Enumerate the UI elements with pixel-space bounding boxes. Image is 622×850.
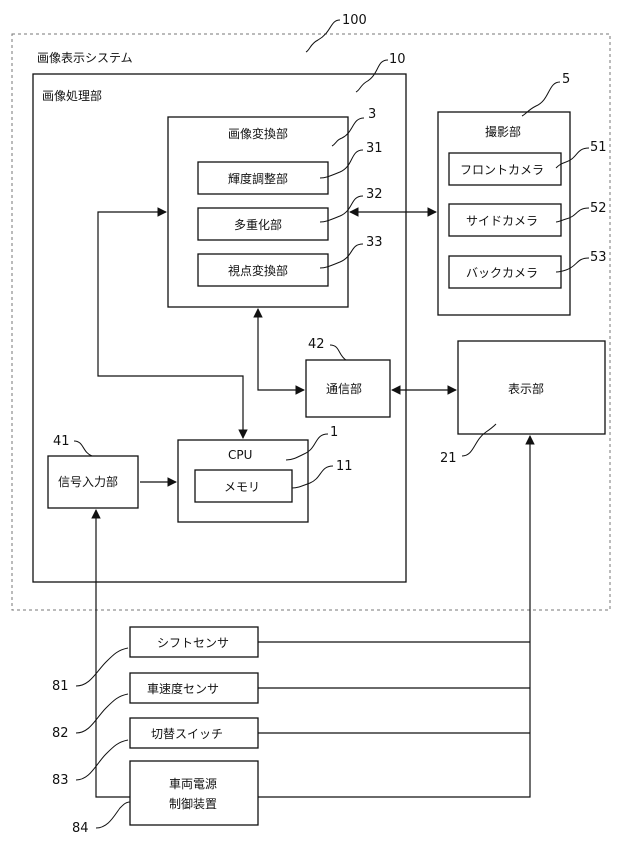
comm-label: 通信部 <box>326 381 362 396</box>
switch-number: 83 <box>52 773 69 788</box>
power-control-line2: 制御装置 <box>169 796 217 811</box>
power-control-box <box>130 761 258 825</box>
front-camera-number: 51 <box>590 140 607 155</box>
back-camera-number: 53 <box>590 250 607 265</box>
brightness-number: 31 <box>366 141 383 156</box>
speed-sensor-label: 車速度センサ <box>147 681 219 696</box>
brightness-label: 輝度調整部 <box>228 171 288 186</box>
front-camera-label: フロントカメラ <box>460 163 544 177</box>
switch-label: 切替スイッチ <box>151 727 223 741</box>
camera-unit-number: 5 <box>562 72 570 87</box>
processing-unit-number: 10 <box>389 52 406 67</box>
camera-unit-title: 撮影部 <box>485 124 521 139</box>
shift-sensor-leader <box>76 648 128 686</box>
speed-sensor-leader <box>76 694 128 733</box>
conversion-unit-number: 3 <box>368 107 376 122</box>
system-title: 画像表示システム <box>37 51 133 65</box>
multiplex-label: 多重化部 <box>234 217 282 232</box>
memory-label: メモリ <box>224 480 260 494</box>
back-camera-label: バックカメラ <box>466 266 538 280</box>
power-control-line1: 車両電源 <box>169 777 217 791</box>
display-number: 21 <box>440 451 457 466</box>
speed-sensor-number: 82 <box>52 726 69 741</box>
cpu-number: 1 <box>330 425 338 440</box>
signal-input-label: 信号入力部 <box>58 474 118 489</box>
memory-number: 11 <box>336 459 353 474</box>
display-label: 表示部 <box>508 381 544 396</box>
cpu-label: CPU <box>228 448 252 462</box>
camera-unit-leader <box>522 82 560 116</box>
comm-number: 42 <box>308 337 325 352</box>
multiplex-number: 32 <box>366 187 383 202</box>
switch-leader <box>76 740 128 780</box>
shift-sensor-number: 81 <box>52 679 69 694</box>
conversion-unit-title: 画像変換部 <box>228 126 288 141</box>
power-control-number: 84 <box>72 821 89 836</box>
system-leader <box>306 20 340 52</box>
power-control-leader <box>96 802 130 828</box>
system-number: 100 <box>342 13 367 28</box>
viewpoint-label: 視点変換部 <box>228 263 288 278</box>
side-camera-label: サイドカメラ <box>466 214 538 228</box>
processing-unit-title: 画像処理部 <box>42 88 102 103</box>
viewpoint-number: 33 <box>366 235 383 250</box>
side-camera-number: 52 <box>590 201 607 216</box>
signal-input-number: 41 <box>53 434 70 449</box>
shift-sensor-label: シフトセンサ <box>157 636 229 650</box>
